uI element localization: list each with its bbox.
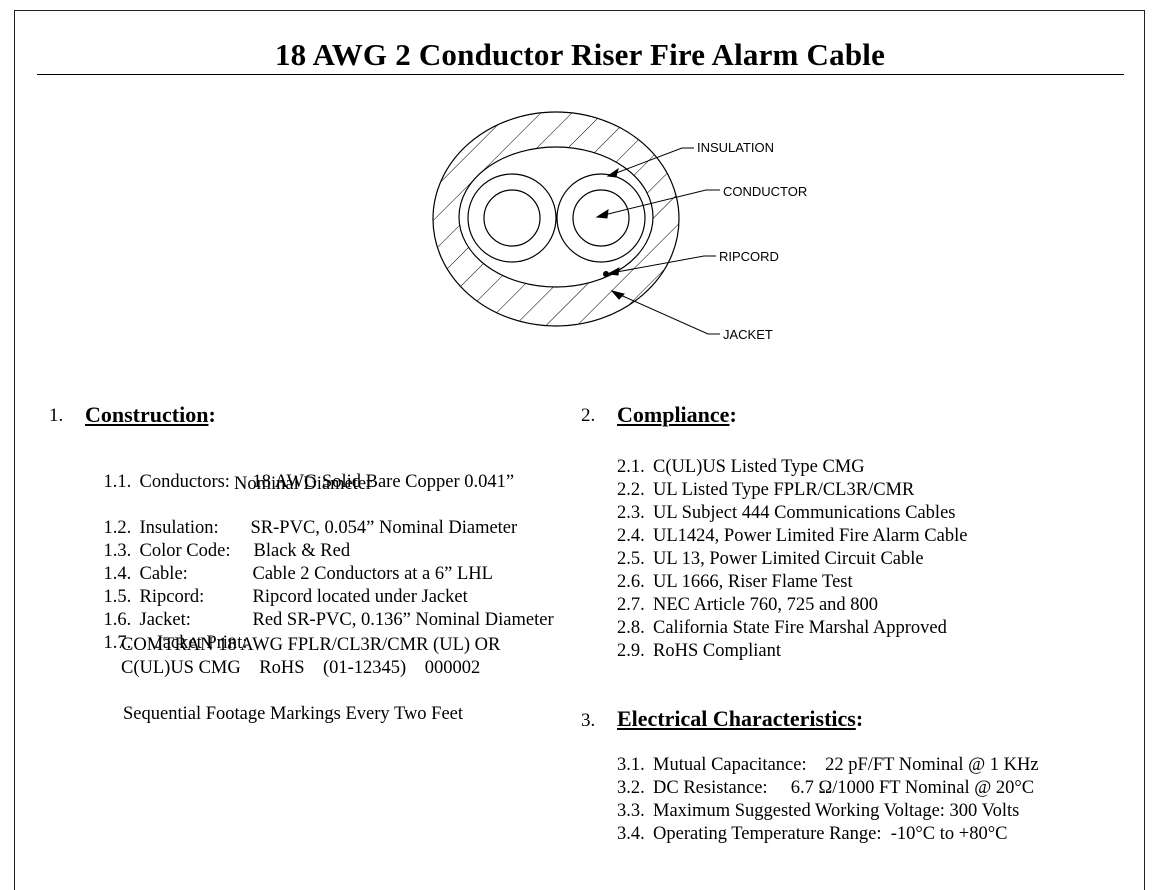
list-item: 2.1.C(UL)US Listed Type CMG <box>617 457 865 477</box>
list-item: 1.6.Jacket:Red SR-PVC, 0.136” Nominal Di… <box>103 610 554 630</box>
insulation-leader <box>610 147 694 176</box>
ripcord-dot <box>603 271 609 277</box>
construction-heading: Construction: <box>85 402 216 428</box>
compliance-heading-text: Compliance <box>617 402 730 427</box>
insulation-label: INSULATION <box>697 140 774 155</box>
page-title: 18 AWG 2 Conductor Riser Fire Alarm Cabl… <box>274 37 886 72</box>
insulation-boundary <box>458 146 654 288</box>
list-item: 2.2.UL Listed Type FPLR/CL3R/CMR <box>617 480 915 500</box>
list-item: 1.7.Jacket Print: <box>103 633 248 653</box>
compliance-heading: Compliance: <box>617 402 737 428</box>
conductor-label: CONDUCTOR <box>723 184 807 199</box>
list-item: 2.3.UL Subject 444 Communications Cables <box>617 503 956 523</box>
list-item: 1.5.Ripcord:Ripcord located under Jacket <box>103 587 468 607</box>
jacket-print-line-1: COMTRAN 18 AWG FPLR/CL3R/CMR (UL) OR <box>121 635 501 655</box>
electrical-number: 3. <box>581 710 596 731</box>
jacket-label: JACKET <box>723 327 773 342</box>
list-item: 1.4.Cable:Cable 2 Conductors at a 6” LHL <box>103 564 493 584</box>
footage-note: Sequential Footage Markings Every Two Fe… <box>123 704 464 724</box>
ripcord-leader <box>610 255 716 274</box>
list-item: 2.5.UL 13, Power Limited Circuit Cable <box>617 549 924 569</box>
construction-heading-text: Construction <box>85 402 209 427</box>
list-item-continuation: Nominal Diameter <box>234 474 373 494</box>
list-item: 1.3.Color Code:Black & Red <box>103 541 351 561</box>
list-item: 1.2.Insulation:SR-PVC, 0.054” Nominal Di… <box>103 518 518 538</box>
left-conductor <box>467 173 557 263</box>
right-conductor <box>556 173 646 263</box>
compliance-number: 2. <box>581 405 596 426</box>
electrical-heading-text: Electrical Characteristics <box>617 706 856 731</box>
list-item: 3.3.Maximum Suggested Working Voltage: 3… <box>617 801 1020 821</box>
conductor-leader <box>599 189 720 217</box>
compliance-heading-colon: : <box>729 402 737 427</box>
ripcord-label: RIPCORD <box>719 249 779 264</box>
jacket-leader <box>615 292 720 335</box>
list-item: 2.4.UL1424, Power Limited Fire Alarm Cab… <box>617 526 968 546</box>
jacket-print-line-2: C(UL)US CMG RoHS (01-12345) 000002 <box>121 658 481 678</box>
electrical-heading: Electrical Characteristics: <box>617 706 863 732</box>
list-item: 3.1.Mutual Capacitance: 22 pF/FT Nominal… <box>617 755 1039 775</box>
list-item: 2.7.NEC Article 760, 725 and 800 <box>617 595 879 615</box>
list-item: 3.4.Operating Temperature Range: -10°C t… <box>617 824 1008 844</box>
list-item: 2.8.California State Fire Marshal Approv… <box>617 618 947 638</box>
electrical-heading-colon: : <box>855 706 864 731</box>
page-frame <box>14 10 1145 890</box>
construction-number: 1. <box>49 405 64 426</box>
title-divider <box>37 74 1124 75</box>
list-item: 2.9.RoHS Compliant <box>617 641 781 661</box>
list-item: 1.1.Conductors:18 AWG Solid Bare Copper … <box>103 472 515 492</box>
construction-heading-colon: : <box>208 402 216 427</box>
list-item: 3.2.DC Resistance: 6.7 Ω/1000 FT Nominal… <box>617 778 1035 798</box>
list-item: 2.6.UL 1666, Riser Flame Test <box>617 572 853 592</box>
cable-cross-section-diagram: INSULATION CONDUCTOR RIPCORD JACKET <box>420 100 807 342</box>
